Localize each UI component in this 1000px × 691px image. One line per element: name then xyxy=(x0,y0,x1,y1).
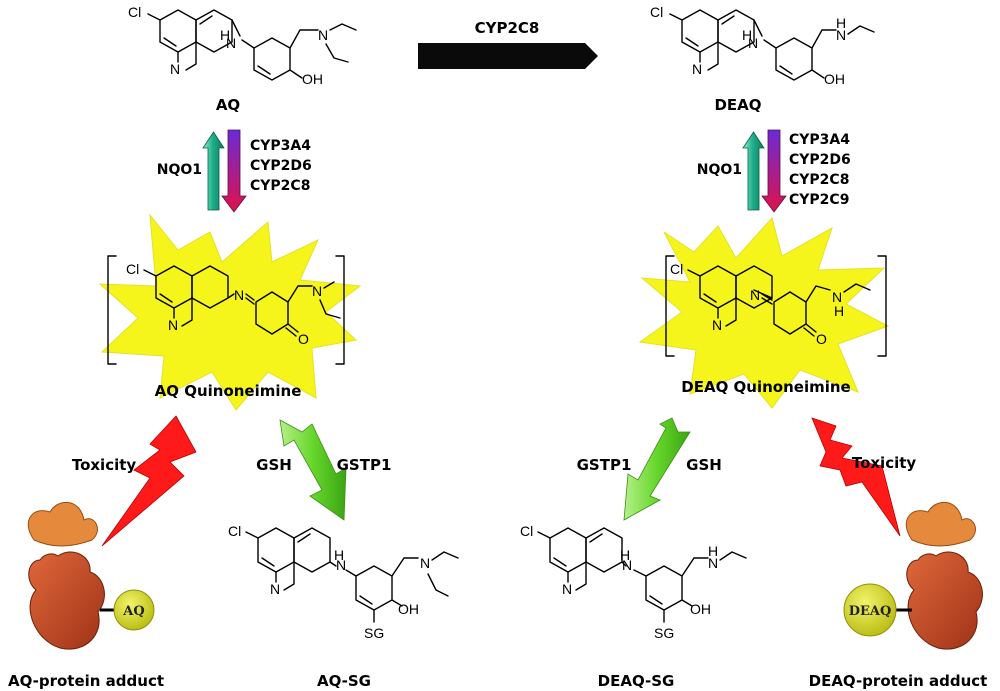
deaqsg-side-h: H xyxy=(708,543,718,559)
aq-gsh-conjugation-arrow xyxy=(279,419,347,521)
deaq-toxicity-label: Toxicity xyxy=(852,454,917,472)
aq-structure: Cl N H N N OH xyxy=(128,4,357,87)
aqsg-ring-n-atom: N xyxy=(270,581,280,597)
deaqq-side-h: H xyxy=(834,303,844,319)
deaq-sg-label: DEAQ-SG xyxy=(598,672,675,690)
aq-reducer-label: NQO1 xyxy=(157,162,202,178)
deaq-ring-n-atom: N xyxy=(692,61,702,77)
deaq-gsh-label: GSH xyxy=(686,456,722,474)
cyp2c8-conversion-arrow: CYP2C8 xyxy=(418,19,598,69)
deaq-quinoneimine-label: DEAQ Quinoneimine xyxy=(681,378,850,396)
aq-quinoneimine-label: AQ Quinoneimine xyxy=(155,382,302,400)
deaq-sg-structure: Cl N H N H N OH SG xyxy=(520,523,747,641)
deaq-side-h: H xyxy=(836,15,846,31)
deaq-side-n: N xyxy=(836,27,846,43)
deaqsg-amine-n: N xyxy=(622,557,632,573)
deaq-oxidizer-4: CYP2C9 xyxy=(789,192,849,208)
deaq-toxicity-lightning xyxy=(811,417,901,537)
deaq-protein-adduct-graphic: DEAQ xyxy=(843,502,983,650)
deaq-gsh-conjugation-arrow xyxy=(623,417,691,521)
aq-toxicity-lightning xyxy=(101,415,197,547)
aqsg-amine-n: N xyxy=(336,557,346,573)
aq-oxidizer-3: CYP2C8 xyxy=(250,178,310,194)
deaq-quinoneimine-structure: Cl N N N H O xyxy=(665,255,887,357)
deaq-quinoneimine-burst xyxy=(638,216,890,409)
deaqsg-sg-label: SG xyxy=(654,625,674,641)
aqq-imine-n: N xyxy=(234,287,244,303)
deaqsg-ring-n-atom: N xyxy=(562,581,572,597)
deaq-amine-n: N xyxy=(748,35,758,51)
deaqsg-side-n: N xyxy=(708,555,718,571)
aq-adduct-tag: AQ xyxy=(122,604,144,619)
aq-oxidizer-1: CYP3A4 xyxy=(250,138,311,154)
aq-oxidizer-2: CYP2D6 xyxy=(250,158,312,174)
aq-quinoneimine-burst xyxy=(98,213,362,411)
deaq-structure: Cl N H N H N OH xyxy=(650,4,875,87)
aqsg-amine-h: H xyxy=(334,547,344,563)
deaq-oxidizer-3: CYP2C8 xyxy=(789,172,849,188)
aqq-side-n: N xyxy=(312,283,322,299)
aq-side-n: N xyxy=(318,27,328,43)
deaq-amine-h: H xyxy=(742,27,752,43)
deaqsg-oh-label: OH xyxy=(690,601,711,617)
aqsg-oh-label: OH xyxy=(398,601,419,617)
aq-gstp-label: GSTP1 xyxy=(337,456,392,474)
deaqq-imine-n: N xyxy=(750,287,760,303)
aq-oh-label: OH xyxy=(302,71,323,87)
deaq-redox-arrows: NQO1 CYP3A4 CYP2D6 CYP2C8 CYP2C9 xyxy=(697,129,851,213)
deaqq-side-n: N xyxy=(832,289,842,305)
deaq-reducer-label: NQO1 xyxy=(697,162,742,178)
aqsg-sg-label: SG xyxy=(364,625,384,641)
aqq-o-atom: O xyxy=(298,331,309,347)
aq-toxicity-label: Toxicity xyxy=(72,456,137,474)
deaqq-cl-atom: Cl xyxy=(670,261,683,277)
deaqsg-amine-h: H xyxy=(620,547,630,563)
aqq-ring-n-atom: N xyxy=(168,317,178,333)
deaq-cl-atom: Cl xyxy=(650,4,663,20)
deaqsg-cl-atom: Cl xyxy=(520,523,533,539)
aq-quinoneimine-structure: Cl N N N O xyxy=(107,255,345,365)
deaq-oxidizer-1: CYP3A4 xyxy=(789,132,850,148)
aq-cl-atom: Cl xyxy=(128,4,141,20)
aq-ring-n-atom: N xyxy=(170,61,180,77)
aq-protein-adduct-label: AQ-protein adduct xyxy=(8,672,164,690)
aq-redox-arrows: NQO1 CYP3A4 CYP2D6 CYP2C8 xyxy=(157,129,312,213)
deaq-adduct-tag: DEAQ xyxy=(849,604,892,619)
aq-protein-adduct-graphic: AQ xyxy=(27,502,155,650)
aq-amine-n: N xyxy=(226,35,236,51)
aqq-cl-atom: Cl xyxy=(126,261,139,277)
top-enzyme-label: CYP2C8 xyxy=(475,19,540,37)
deaq-oh-label: OH xyxy=(824,71,845,87)
deaq-protein-adduct-label: DEAQ-protein adduct xyxy=(809,672,988,690)
aqsg-side-n: N xyxy=(420,555,430,571)
aq-sg-structure: Cl N H N N OH SG xyxy=(228,523,459,641)
deaq-gstp-label: GSTP1 xyxy=(577,456,632,474)
deaqq-ring-n-atom: N xyxy=(712,317,722,333)
deaq-label: DEAQ xyxy=(714,96,761,114)
aq-sg-label: AQ-SG xyxy=(317,672,371,690)
aqsg-cl-atom: Cl xyxy=(228,523,241,539)
aq-amine-h: H xyxy=(220,27,230,43)
deaq-oxidizer-2: CYP2D6 xyxy=(789,152,851,168)
aq-gsh-label: GSH xyxy=(256,456,292,474)
deaqq-o-atom: O xyxy=(816,331,827,347)
aq-label: AQ xyxy=(216,96,240,114)
